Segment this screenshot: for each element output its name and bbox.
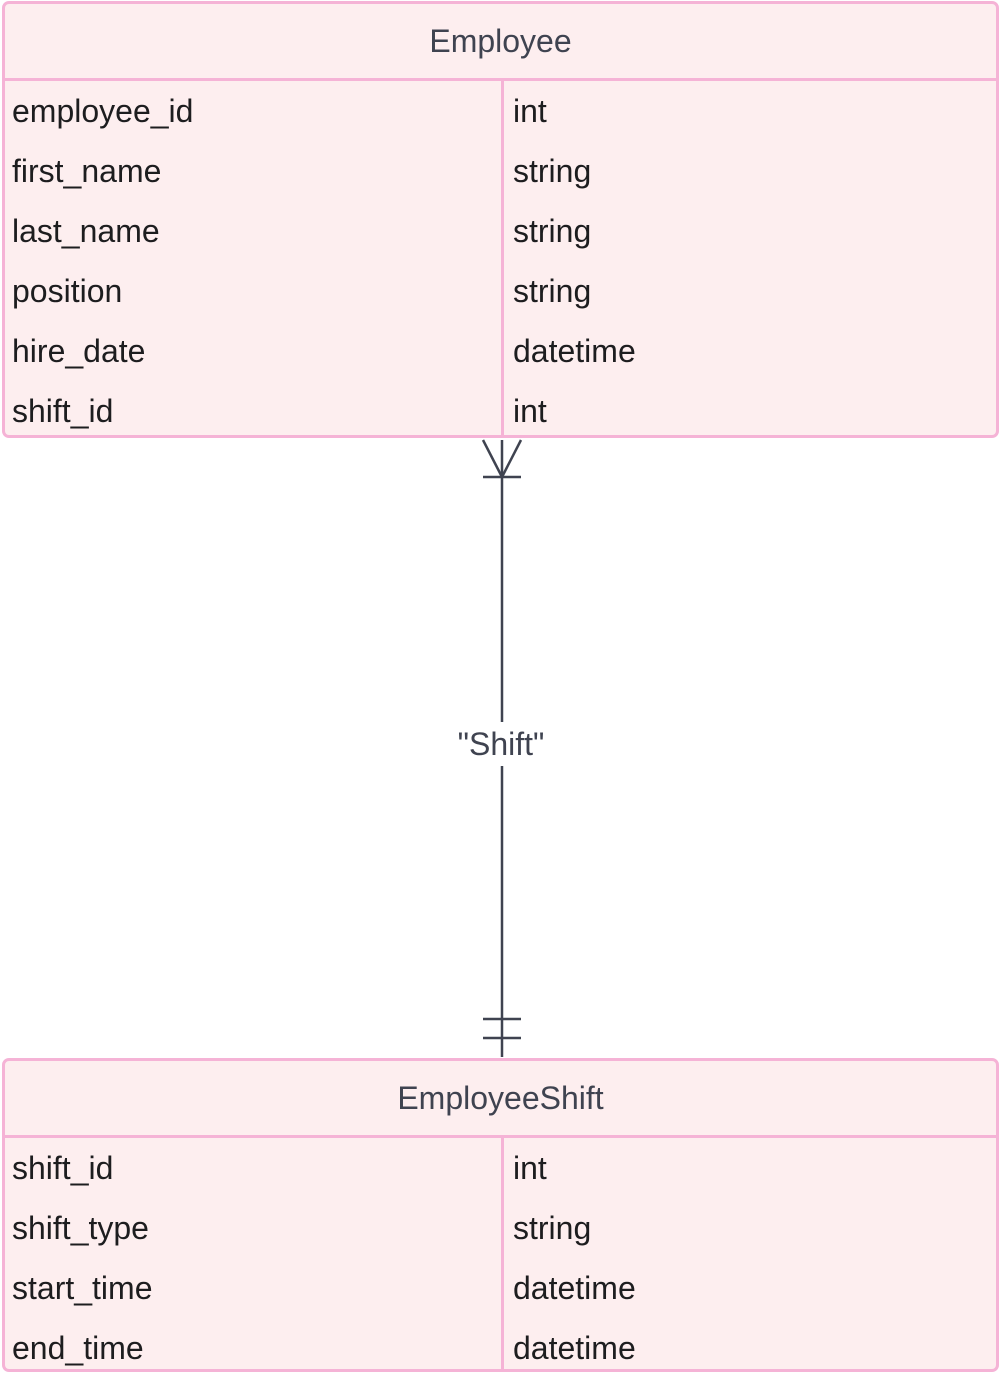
attribute-row: shift_id int [5,381,996,435]
attribute-row: hire_date datetime [5,321,996,381]
attribute-type: string [513,272,592,309]
attribute-type: string [513,212,592,249]
entity-employeeshift: EmployeeShift shift_id int shift_type st… [2,1058,999,1372]
entity-title: Employee [5,4,996,81]
relationship-label: "Shift" [401,722,601,766]
attribute-type: datetime [513,1269,636,1306]
column-divider [501,81,504,435]
entity-title: EmployeeShift [5,1061,996,1138]
attribute-row: shift_type string [5,1198,996,1258]
attribute-row: position string [5,261,996,321]
attribute-type: int [513,1149,547,1186]
attribute-name: shift_id [12,1149,114,1186]
attribute-row: employee_id int [5,81,996,141]
attribute-list: employee_id int first_name string last_n… [5,81,996,435]
attribute-row: start_time datetime [5,1258,996,1318]
exactly-one-marker [483,1017,521,1040]
attribute-name: last_name [12,212,160,249]
attribute-name: first_name [12,152,162,189]
column-divider [501,1138,504,1369]
attribute-type: int [513,92,547,129]
attribute-row: end_time datetime [5,1318,996,1369]
attribute-type: string [513,1209,592,1246]
attribute-name: hire_date [12,332,146,369]
attribute-row: first_name string [5,141,996,201]
entity-employee: Employee employee_id int first_name stri… [2,1,999,438]
attribute-row: shift_id int [5,1138,996,1198]
attribute-name: employee_id [12,92,194,129]
attribute-list: shift_id int shift_type string start_tim… [5,1138,996,1369]
attribute-row: last_name string [5,201,996,261]
attribute-name: shift_type [12,1209,149,1246]
crows-foot-marker [481,439,523,479]
attribute-type: datetime [513,1329,636,1366]
attribute-name: start_time [12,1269,153,1306]
attribute-type: int [513,392,547,429]
attribute-name: end_time [12,1329,144,1366]
attribute-name: shift_id [12,392,114,429]
attribute-type: string [513,152,592,189]
attribute-name: position [12,272,123,309]
attribute-type: datetime [513,332,636,369]
